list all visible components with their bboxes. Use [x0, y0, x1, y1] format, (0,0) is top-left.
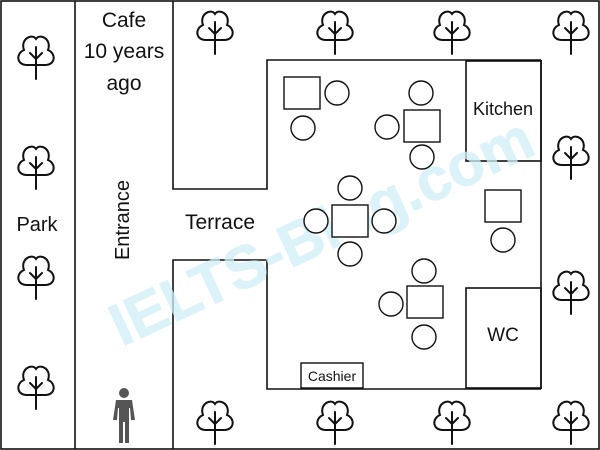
chair — [337, 241, 363, 267]
tree-icon — [316, 10, 354, 55]
chair — [374, 114, 400, 140]
wc-label: WC — [487, 325, 519, 346]
tree-icon — [433, 400, 471, 445]
tree-icon — [316, 400, 354, 445]
chair — [303, 208, 329, 234]
title-line-2: 10 years — [84, 40, 165, 63]
wc-room — [465, 287, 542, 389]
tree-icon — [17, 255, 55, 300]
terrace-label: Terrace — [185, 211, 255, 234]
tree-icon — [552, 400, 590, 445]
table — [283, 76, 321, 110]
walkway-boundary-top — [172, 1, 541, 190]
tree-icon — [17, 365, 55, 410]
cashier-label: Cashier — [308, 368, 357, 384]
tree-icon — [552, 270, 590, 315]
tree-icon — [433, 10, 471, 55]
furniture — [283, 76, 522, 350]
table — [484, 189, 522, 223]
chair — [378, 291, 404, 317]
chair — [411, 324, 437, 350]
walkway-boundary-bottom — [172, 259, 541, 449]
chair — [371, 208, 397, 234]
entrance-label: Entrance — [112, 180, 134, 260]
park-label: Park — [16, 214, 58, 236]
tree-icon — [196, 10, 234, 55]
chair — [324, 80, 350, 106]
chair — [290, 115, 316, 141]
title-line-1: Cafe — [102, 9, 146, 32]
tree-icon — [552, 10, 590, 55]
tree-icon — [552, 135, 590, 180]
chair — [409, 144, 435, 170]
table — [331, 204, 369, 238]
chair — [337, 175, 363, 201]
tree-icon — [17, 145, 55, 190]
title-line-3: ago — [106, 72, 141, 95]
kitchen-label: Kitchen — [473, 99, 533, 119]
chair — [408, 80, 434, 106]
chair — [490, 227, 516, 253]
kitchen-room — [465, 60, 542, 162]
tree-icon — [196, 400, 234, 445]
table — [403, 109, 441, 143]
tree-icon — [17, 35, 55, 80]
table — [406, 285, 444, 319]
cashier-box — [300, 362, 364, 389]
chair — [411, 258, 437, 284]
trees — [17, 10, 590, 445]
person-icon — [113, 388, 135, 443]
